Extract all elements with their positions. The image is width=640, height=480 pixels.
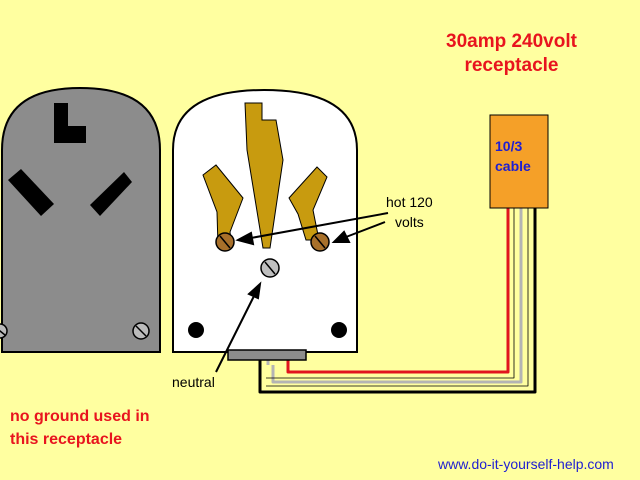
hot-pointer-right: [345, 221, 386, 238]
hot-pointer-left-arrowhead: [235, 231, 255, 246]
cover-plate: [0, 86, 161, 353]
right-brass-terminal-screw: [310, 232, 330, 252]
mounting-hole-right: [331, 322, 347, 338]
wire-edge-lines: [266, 207, 529, 387]
diagram-title: 30amp 240volt receptacle: [446, 30, 577, 78]
cable-label: 10/3 cable: [495, 136, 531, 176]
neutral-silver-terminal-screw: [260, 258, 280, 278]
receptacle-rear-body: [172, 88, 358, 361]
hot-label-line-1: hot 120: [386, 194, 433, 210]
neutral-brass-contact: [244, 102, 284, 249]
neutral-label: neutral: [172, 374, 215, 390]
cable-sheath: [489, 114, 549, 209]
cable-label-line-1: 10/3: [495, 138, 523, 154]
pointer-lines: [215, 212, 389, 373]
cable-clamp: [227, 349, 307, 361]
right-hot-slot: [90, 172, 132, 216]
website-link[interactable]: www.do-it-yourself-help.com: [438, 456, 614, 472]
left-hot-slot: [8, 169, 54, 216]
cover-screw-left: [0, 323, 8, 339]
hot-pointer-right-arrowhead: [331, 230, 351, 243]
right-hot-brass-contact: [288, 166, 328, 241]
left-brass-terminal-screw: [215, 232, 235, 252]
hot-label: hot 120 volts: [386, 192, 433, 232]
title-line-2: receptacle: [464, 55, 559, 76]
neutral-pointer: [215, 295, 255, 373]
cover-screw-right: [132, 322, 150, 340]
receptacle-front-cover: [0, 86, 161, 353]
ground-note: no ground used in this receptacle: [10, 405, 150, 451]
cable-label-line-2: cable: [495, 158, 531, 174]
neutral-wire-run: [271, 207, 523, 384]
neutral-slot: [54, 103, 86, 143]
hot-pointer-left: [250, 212, 389, 239]
neutral-pointer-arrowhead: [247, 281, 262, 300]
hot-label-line-2: volts: [394, 214, 424, 230]
title-line-1: 30amp 240volt: [446, 31, 577, 52]
ground-note-line-2: this receptacle: [10, 431, 123, 448]
ground-note-line-1: no ground used in: [10, 408, 150, 425]
mounting-hole-left: [188, 322, 204, 338]
